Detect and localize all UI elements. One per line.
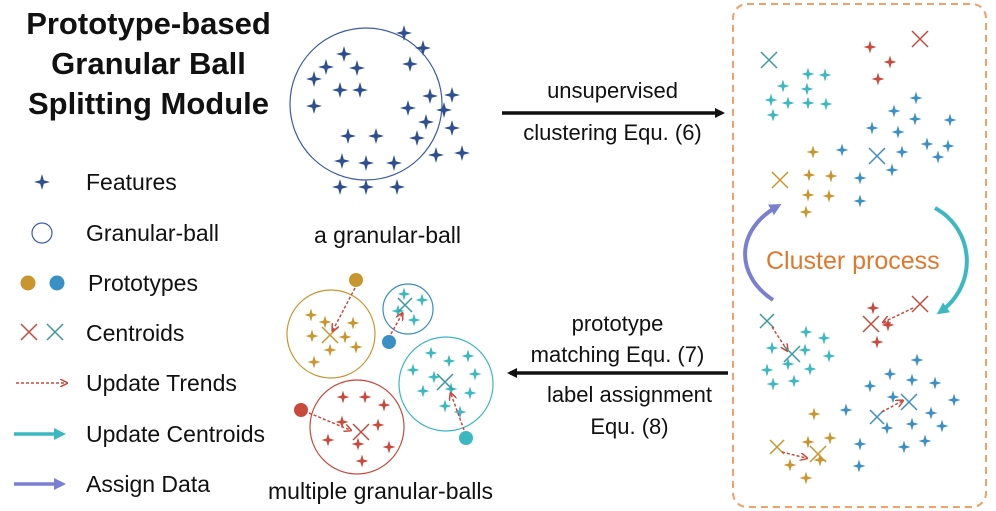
legend-features-label: Features (86, 169, 177, 195)
bottom-arrow-label-3: label assignment (546, 382, 713, 407)
top-arrow-label-1: unsupervised (547, 78, 678, 103)
blue-cluster-right (835, 91, 957, 208)
feature-stars-group (306, 25, 470, 195)
large-teal-ball-centroid (436, 373, 454, 391)
legend-centroids-label: Centroids (86, 320, 185, 346)
gold-ball-outline (286, 289, 376, 379)
red-centroid-lower (911, 295, 929, 313)
title-line-2: Granular Ball (51, 46, 246, 81)
teal-centroid-top (760, 51, 778, 69)
red-centroid-lower-2 (862, 315, 880, 333)
granular-ball-icon (31, 222, 53, 244)
red-centroid-top (911, 30, 929, 48)
single-granular-ball (289, 25, 470, 195)
cluster-panel-border (732, 3, 987, 508)
blue-centroid-lower-old (869, 409, 885, 425)
large-teal-ball-outline (398, 336, 494, 432)
small-teal-ball-centroid (397, 297, 413, 313)
red-cluster-top (863, 40, 897, 86)
blue-centroid-right (868, 147, 886, 165)
centroid-icon (20, 323, 64, 341)
legend-update-centroids-label: Update Centroids (86, 421, 265, 447)
legend-update-trends-label: Update Trends (86, 370, 237, 396)
legend-granular-ball-label: Granular-ball (86, 220, 219, 246)
legend-prototypes-label: Prototypes (88, 270, 198, 296)
small-teal-ball-stars (391, 287, 429, 327)
module-title: Prototype-based Granular Ball Splitting … (6, 4, 291, 124)
teal-prototype (459, 431, 473, 445)
blue-cluster-lower (839, 353, 961, 473)
red-prototype (294, 403, 308, 417)
gold-centroid-lower-old (769, 439, 785, 455)
cluster-process-label: Cluster process (766, 247, 940, 275)
single-ball-caption: a granular-ball (314, 222, 462, 248)
bottom-arrow-label-1: prototype (571, 311, 664, 336)
teal-trend (451, 394, 465, 431)
bottom-arrow-label-4: Equ. (8) (590, 414, 669, 439)
blue-lower-trend (881, 401, 902, 413)
multi-balls-caption: multiple granular-balls (268, 478, 493, 504)
teal-centroid-lower (783, 345, 801, 363)
red-trend (308, 412, 350, 430)
gold-trend (333, 287, 356, 330)
title-line-1: Prototype-based (26, 6, 271, 41)
blue-prototype (382, 335, 396, 349)
red-ball-centroid (352, 423, 370, 441)
cluster-panel (743, 30, 969, 485)
teal-cluster-top (764, 67, 833, 122)
gold-centroid (771, 171, 789, 189)
multiple-granular-balls (286, 273, 494, 475)
top-arrow-label-2: clustering Equ. (6) (523, 120, 702, 145)
assign-data-arc (743, 204, 782, 302)
teal-centroid-lower-old (759, 313, 775, 329)
title-line-3: Splitting Module (27, 86, 270, 121)
red-lower-trend (884, 307, 914, 322)
update-centroids-arc (934, 206, 969, 315)
gold-ball-centroid (321, 326, 339, 344)
gold-lower-trend (781, 451, 806, 458)
gold-cluster (799, 145, 838, 219)
small-teal-ball-outline (382, 283, 434, 335)
legend-assign-data-label: Assign Data (86, 471, 211, 497)
bottom-arrow-label-2: matching Equ. (7) (530, 342, 705, 367)
red-ball-outline (309, 379, 405, 475)
prototype-icon (20, 275, 65, 291)
gold-centroid-lower (809, 445, 827, 463)
teal-cluster-lower (760, 325, 836, 391)
gold-prototype (349, 273, 363, 287)
feature-icon (34, 174, 50, 190)
blue-centroid-lower (900, 393, 918, 411)
blue-trend (390, 314, 402, 335)
